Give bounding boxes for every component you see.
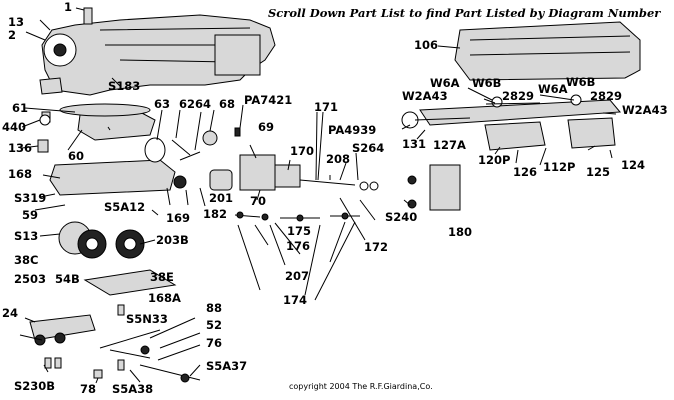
callout-170: 170 <box>290 144 314 158</box>
callout-2829-1: 2829 <box>502 89 534 103</box>
callout-126: 126 <box>513 165 537 179</box>
callout-52: 52 <box>206 318 222 332</box>
callout-120p: 120P <box>478 153 510 167</box>
callout-s319: S319 <box>14 191 46 205</box>
callout-59: 59 <box>22 208 38 222</box>
callout-169: 169 <box>166 211 190 225</box>
callout-38c: 38C <box>14 253 38 267</box>
callout-s240: S240 <box>385 210 417 224</box>
callout-203b: 203B <box>156 233 189 247</box>
tender-body <box>454 21 641 81</box>
copyright-notice: copyright 2004 The R.F.Giardina,Co. <box>289 382 433 391</box>
callout-201: 201 <box>209 191 233 205</box>
callout-168a: 168A <box>148 291 181 305</box>
callout-68: 68 <box>219 97 235 111</box>
callout-168: 168 <box>8 167 32 181</box>
callout-127a: 127A <box>433 138 466 152</box>
callout-s264: S264 <box>352 141 384 155</box>
callout-69: 69 <box>258 120 274 134</box>
callout-2829-2: 2829 <box>590 89 622 103</box>
callout-180: 180 <box>448 225 472 239</box>
callout-w6a-1: W6A <box>430 76 460 90</box>
callout-2503: 2503 <box>14 272 46 286</box>
callout-175: 175 <box>287 224 311 238</box>
callout-112p: 112P <box>543 160 575 174</box>
callout-w6b-2: W6B <box>566 75 595 89</box>
callout-w6a-2: W6A <box>538 82 568 96</box>
callout-207: 207 <box>285 269 309 283</box>
callout-63: 63 <box>154 97 170 111</box>
callout-s13: S13 <box>14 229 38 243</box>
callout-174: 174 <box>283 293 307 307</box>
callout-78: 78 <box>80 382 96 396</box>
leader-lines <box>19 7 617 384</box>
callout-182: 182 <box>203 207 227 221</box>
tender-frame <box>401 94 622 151</box>
diagram-header: Scroll Down Part List to find Part Liste… <box>268 6 661 20</box>
callout-176: 176 <box>286 239 310 253</box>
driver-wheels <box>58 221 177 296</box>
callout-w6b-1: W6B <box>472 76 501 90</box>
callout-s5n33: S5N33 <box>126 312 168 326</box>
callout-172: 172 <box>364 240 388 254</box>
pilot-truck <box>29 304 201 383</box>
callout-440: 440 <box>2 120 26 134</box>
callout-208: 208 <box>326 152 350 166</box>
callout-171: 171 <box>314 100 338 114</box>
locomotive-boiler-shell <box>39 7 276 96</box>
callout-2: 2 <box>8 28 16 42</box>
callout-64: 64 <box>195 97 211 111</box>
callout-54b: 54B <box>55 272 80 286</box>
callout-pa4939: PA4939 <box>328 123 376 137</box>
callout-106: 106 <box>414 38 438 52</box>
callout-88: 88 <box>206 301 222 315</box>
callout-s5a38: S5A38 <box>112 382 153 396</box>
callout-1: 1 <box>64 0 72 14</box>
callout-pa7421: PA7421 <box>244 93 292 107</box>
chassis-parts <box>37 103 461 211</box>
callout-62: 62 <box>179 97 195 111</box>
callout-w2a43-2: W2A43 <box>622 103 668 117</box>
callout-s183: S183 <box>108 79 140 93</box>
callout-60: 60 <box>68 149 84 163</box>
callout-136: 136 <box>8 141 32 155</box>
drive-rods <box>234 211 360 222</box>
callout-13: 13 <box>8 15 24 29</box>
callout-s5a37: S5A37 <box>206 359 247 373</box>
callout-76: 76 <box>206 336 222 350</box>
callout-s5a12: S5A12 <box>104 200 145 214</box>
callout-124: 124 <box>621 158 645 172</box>
callout-38e: 38E <box>150 270 174 284</box>
callout-24: 24 <box>2 306 18 320</box>
callout-131: 131 <box>402 137 426 151</box>
callout-125: 125 <box>586 165 610 179</box>
callout-s230b: S230B <box>14 379 55 393</box>
callout-61: 61 <box>12 101 28 115</box>
callout-w2a43-1: W2A43 <box>402 89 448 103</box>
callout-70: 70 <box>250 194 266 208</box>
